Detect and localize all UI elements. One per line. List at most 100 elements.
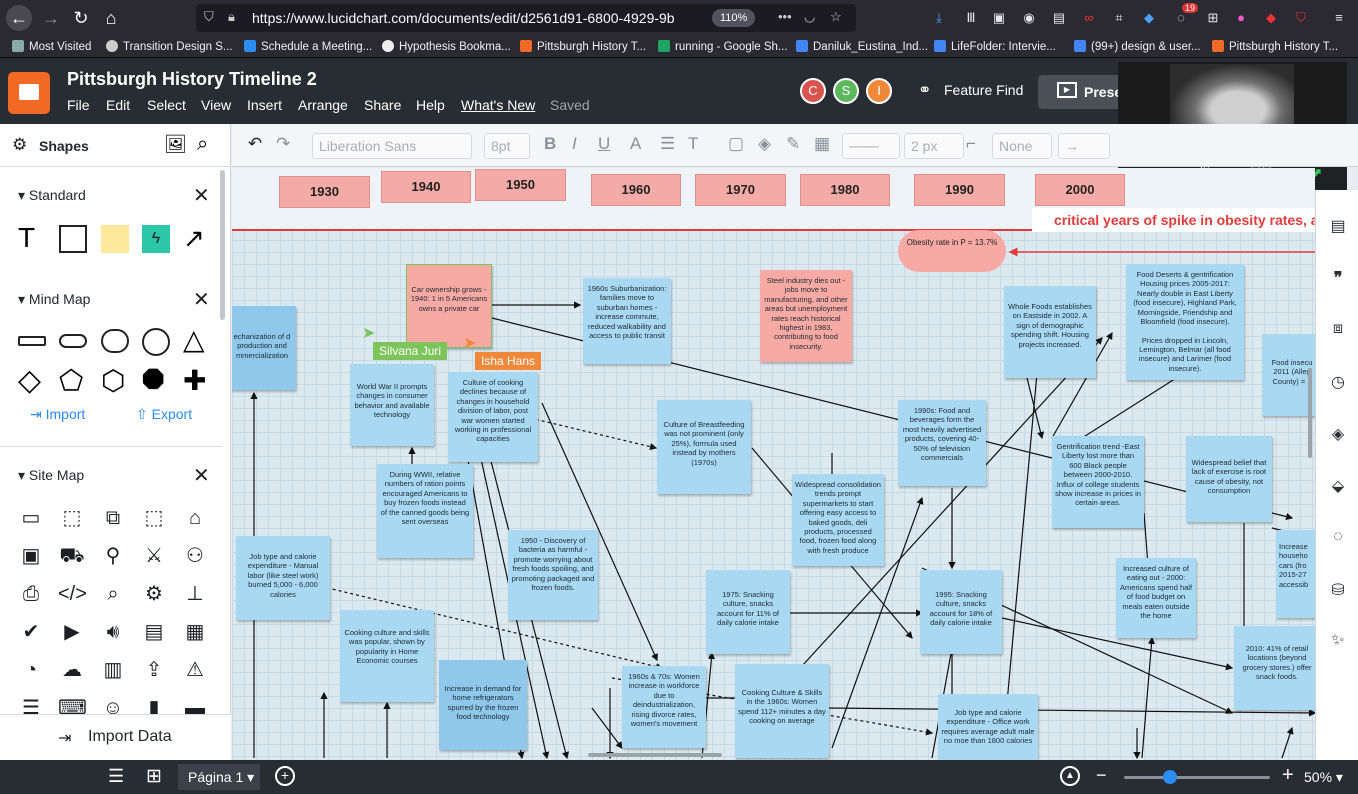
search-icon[interactable]: ⌕ (107, 583, 119, 605)
note-ration-points[interactable]: During WWII, relative numbers of ration … (377, 464, 473, 558)
note-office-work[interactable]: Job type and calorie expenditure - Offic… (938, 694, 1038, 760)
document-title[interactable]: Pittsburgh History Timeline 2 (67, 69, 317, 89)
triangle-shape-icon[interactable]: △ (183, 324, 205, 355)
back-icon[interactable]: ← (6, 5, 32, 31)
note-whole-foods[interactable]: Whole Foods establishes on Eastside in 2… (1004, 286, 1096, 378)
menu-help[interactable]: Help (416, 97, 445, 113)
lock-icon[interactable]: 🔒︎ (228, 9, 235, 24)
redo-icon[interactable]: ↷ (276, 134, 291, 153)
bookmark-star-icon[interactable]: ☆ (830, 9, 842, 24)
italic-icon[interactable]: I (572, 134, 577, 153)
pocket-icon[interactable]: ◡ (804, 9, 816, 24)
fill-icon[interactable]: ◈ (758, 134, 772, 153)
sticky-note-icon[interactable] (101, 225, 129, 253)
note-widespread-belief[interactable]: Widespread belief that lack of exercise … (1186, 436, 1272, 522)
zoom-out-icon[interactable]: − (1096, 765, 1107, 785)
extension-icon[interactable]: ∞ (1084, 10, 1094, 25)
table-icon[interactable]: ☰ (22, 697, 40, 719)
menu-whats-new[interactable]: What's New (461, 97, 536, 113)
bookmark-item[interactable]: running - Google Sh... (658, 39, 788, 55)
zoom-level[interactable]: 50% ▾ (1304, 769, 1343, 785)
bookmark-item[interactable]: Daniluk_Eustina_Ind... (796, 39, 928, 55)
zoom-slider-handle[interactable] (1163, 770, 1177, 784)
line-width-select[interactable]: 2 px (904, 133, 964, 159)
horizontal-scrollbar[interactable] (588, 753, 722, 757)
line-color-icon[interactable]: ✎ (786, 134, 801, 153)
vertical-scrollbar[interactable] (1308, 368, 1312, 458)
search-icon[interactable]: ⌕ (197, 133, 209, 155)
obesity-rate-oval[interactable]: Obesity rate in P = 13.7% (898, 230, 1006, 272)
undo-icon[interactable]: ↶ (248, 134, 263, 153)
year-1970[interactable]: 1970 (695, 174, 786, 206)
reload-icon[interactable]: ↻ (73, 8, 89, 28)
menu-view[interactable]: View (201, 97, 232, 113)
extension-icon[interactable]: ⛉ (1296, 10, 1306, 25)
code-icon[interactable]: </> (58, 583, 87, 605)
text-options-icon[interactable]: T (688, 134, 699, 153)
menu-file[interactable]: File (67, 97, 90, 113)
download-icon[interactable]: ⤓ (936, 10, 942, 25)
connector-line[interactable] (529, 417, 658, 451)
home-icon[interactable]: ⌂ (188, 507, 202, 529)
cloud-shape-icon[interactable] (101, 329, 129, 353)
page-tab[interactable]: Página 1 ▾ (178, 764, 260, 790)
circle-shape-icon[interactable] (142, 328, 170, 356)
document-icon[interactable]: ▥ (103, 659, 123, 681)
video-icon[interactable]: ▶ (64, 621, 80, 643)
fill-drop-icon[interactable]: ⬙ (1331, 478, 1345, 495)
note-bacteria-discovery[interactable]: 1950 - Discovery of bacteria as harmful … (508, 530, 598, 620)
year-1990[interactable]: 1990 (914, 174, 1005, 206)
bookmark-item[interactable]: (99+) design & user... (1074, 39, 1201, 55)
close-icon[interactable]: ✕ (193, 289, 210, 311)
list-view-icon[interactable]: ☰ (108, 766, 125, 786)
connector-line[interactable] (541, 402, 658, 662)
note-snacking-1995[interactable]: 1995: Snacking culture, snacks account f… (920, 570, 1002, 654)
note-gentrification-trend[interactable]: Gentrification trend -East Liberty lost … (1052, 436, 1144, 528)
note-mechanization[interactable]: echanization of d production and mmercia… (232, 306, 296, 390)
year-1950[interactable]: 1950 (475, 169, 566, 201)
font-family-select[interactable]: Liberation Sans (312, 133, 472, 159)
text-color-icon[interactable]: A (630, 134, 642, 153)
pie-chart-icon[interactable]: ◔ (24, 659, 38, 681)
account-icon[interactable]: ◉ (1023, 10, 1035, 25)
octagon-shape-icon[interactable]: ⯃ (142, 365, 165, 396)
year-1980[interactable]: 1980 (800, 174, 890, 206)
border-icon[interactable]: ▢ (728, 134, 745, 153)
export-button[interactable]: ⇧ Export (136, 406, 193, 422)
home-icon[interactable]: ⌂ (105, 8, 117, 28)
cloud-icon[interactable]: ☁ (62, 659, 82, 681)
history-clock-icon[interactable]: ◷ (1331, 374, 1345, 391)
diamond-shape-icon[interactable]: ◇ (18, 364, 42, 397)
presentation-icon[interactable]: ⧈ (1332, 320, 1344, 337)
layers-icon[interactable]: ◈ (1331, 426, 1345, 443)
diagram-canvas[interactable]: 1930 1940 1950 1960 1970 1980 1990 2000 … (232, 168, 1315, 760)
grid-view-icon[interactable]: ⊞ (146, 766, 162, 787)
note-ww2-prompts[interactable]: World War II prompts changes in consumer… (350, 364, 434, 446)
gear-icon[interactable]: ⚙ (12, 135, 28, 154)
library-icon[interactable]: Ⅲ (966, 10, 976, 25)
cart-icon[interactable]: ⛟ (59, 545, 85, 567)
connector-line[interactable] (826, 707, 1315, 717)
sidebar-icon[interactable]: ▣ (992, 10, 1006, 25)
collaborator-avatar[interactable]: I (866, 78, 892, 104)
bookmark-item[interactable]: Pittsburgh History T... (520, 39, 646, 55)
bar-icon[interactable]: ▮ (148, 697, 160, 719)
image-icon[interactable]: 🖼︎ (164, 134, 187, 154)
year-2000[interactable]: 2000 (1035, 174, 1125, 206)
note-car-ownership[interactable]: Car ownership grows - 1940: 1 in 5 Ameri… (406, 264, 492, 348)
feature-find-button[interactable]: Feature Find (944, 82, 1024, 98)
underline-icon[interactable]: U (598, 134, 611, 153)
extension-icon[interactable]: ⊞ (1207, 10, 1219, 25)
binoculars-icon[interactable]: ⚭ (918, 82, 932, 99)
bold-icon[interactable]: B (544, 134, 557, 153)
note-increase-cars[interactable]: Increase househo cars (fro 2015-27 acces… (1276, 530, 1315, 618)
arrow-end-select[interactable]: → (1058, 133, 1110, 159)
note-food-insecurity-2011[interactable]: Food insecu 2011 (Alleg County) = 1 (1262, 334, 1315, 416)
zoom-badge[interactable]: 110% (712, 9, 756, 27)
comment-icon[interactable]: ◌ (1333, 528, 1343, 545)
note-eating-out[interactable]: Increased culture of eating out - 2000: … (1116, 558, 1196, 638)
note-snacking-1975[interactable]: 1975: Snacking culture, snacks account f… (706, 570, 790, 654)
bookmark-item[interactable]: Transition Design S... (106, 39, 233, 55)
note-culture-cooking[interactable]: Culture of cooking declines because of c… (448, 372, 538, 462)
text-shape-icon[interactable]: T (18, 222, 36, 253)
